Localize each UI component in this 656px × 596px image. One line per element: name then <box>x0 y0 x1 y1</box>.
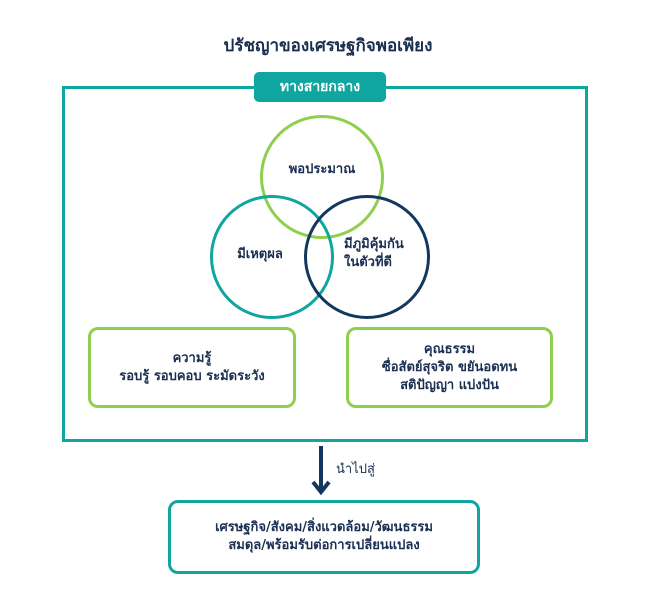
diagram-title: ปรัชญาของเศรษฐกิจพอเพียง <box>223 36 433 56</box>
result-box: เศรษฐกิจ/สังคม/สิ่งแวดล้อม/วัฒนธรรม สมดุ… <box>168 500 480 574</box>
middle-path-tag: ทางสายกลาง <box>254 72 386 102</box>
immunity-circle <box>304 195 430 319</box>
ethics-detail-line1: ซื่อสัตย์สุจริต ขยันอดทน <box>381 359 518 375</box>
knowledge-title: ความรู้ <box>172 350 212 366</box>
reasonableness-label: มีเหตุผล <box>237 247 283 262</box>
ethics-condition-box: คุณธรรม ซื่อสัตย์สุจริต ขยันอดทน สติปัญญ… <box>346 327 553 408</box>
result-line1: เศรษฐกิจ/สังคม/สิ่งแวดล้อม/วัฒนธรรม <box>215 520 433 535</box>
immunity-label-line2: ในตัวที่ดี <box>344 255 392 270</box>
knowledge-detail: รอบรู้ รอบคอบ ระมัดระวัง <box>119 368 265 384</box>
leads-to-label: นำไปสู่ <box>336 462 375 477</box>
result-line2: สมดุล/พร้อมรับต่อการเปลี่ยนแปลง <box>228 538 420 553</box>
ethics-detail-line2: สติปัญญา แบ่งปัน <box>400 377 499 393</box>
immunity-label-line1: มีภูมิคุ้มกัน <box>344 237 404 252</box>
immunity-label: มีภูมิคุ้มกัน ในตัวที่ดี <box>344 236 426 272</box>
ethics-title: คุณธรรม <box>423 341 476 357</box>
moderation-label: พอประมาณ <box>288 162 356 177</box>
knowledge-condition-box: ความรู้ รอบรู้ รอบคอบ ระมัดระวัง <box>88 327 296 408</box>
down-arrow-icon <box>311 446 331 496</box>
